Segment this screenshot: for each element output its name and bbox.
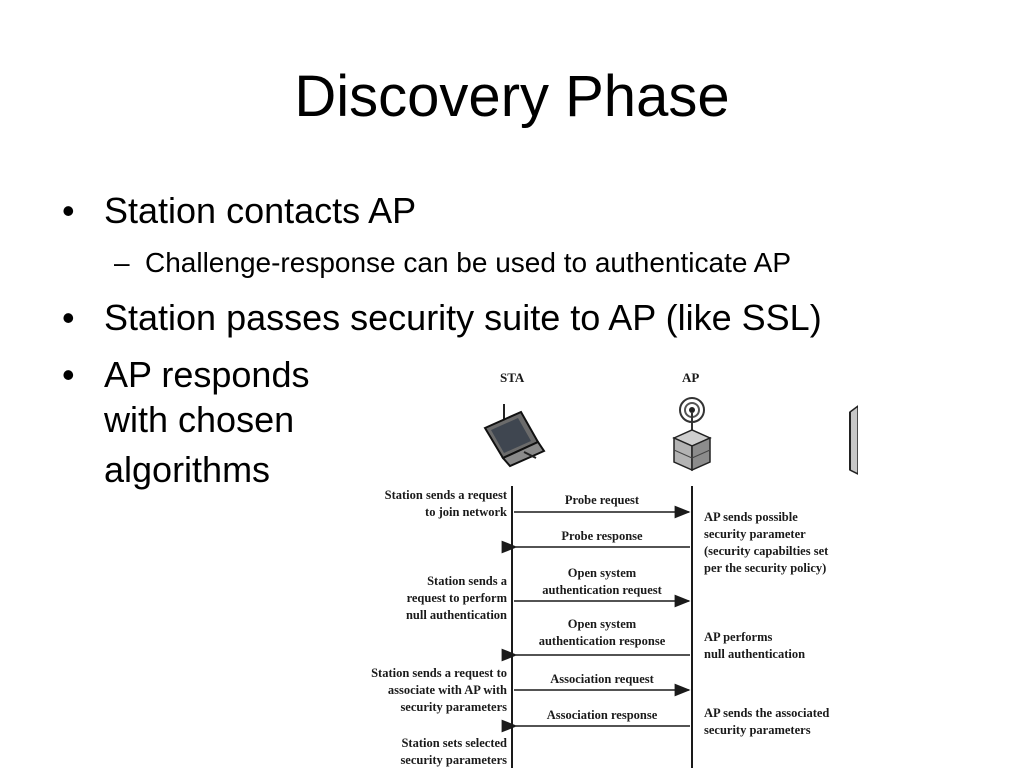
message-label-line: Probe response — [561, 529, 643, 543]
bullet-marker: • — [62, 190, 75, 231]
bullet-marker: • — [62, 297, 75, 338]
bullet-item: • — [62, 352, 342, 398]
note-line: (security capabilties set — [704, 544, 829, 558]
note-line: Station sends a — [427, 574, 507, 588]
message-label: Association response — [514, 707, 690, 724]
note-line: security parameter — [704, 527, 806, 541]
message-label: Probe response — [514, 528, 690, 545]
message-label-line: Association response — [546, 708, 658, 722]
note-line: security parameters — [400, 753, 507, 767]
right-note: AP sends the associated security paramet… — [704, 705, 829, 739]
message-label-line: Open system — [567, 617, 637, 631]
note-line: null authentication — [704, 647, 806, 661]
message-label-line: authentication request — [542, 583, 662, 597]
bullet-text-line: with chosen — [104, 399, 295, 440]
bullet-item: • Station passes security suite to AP (l… — [62, 295, 962, 341]
note-line: null authentication — [405, 608, 507, 622]
message-label-line: authentication response — [538, 634, 666, 648]
message-label: Association request — [514, 671, 690, 688]
bullet-text-line: AP responds — [104, 354, 310, 395]
message-label: Probe request — [514, 492, 690, 509]
note-line: security parameters — [704, 723, 811, 737]
ap-header: AP — [682, 370, 700, 385]
note-line: request to perform — [406, 591, 507, 605]
right-note: AP performs null authentication — [704, 629, 805, 663]
note-line: AP sends possible — [704, 510, 798, 524]
sub-bullet-text: Challenge-response can be used to authen… — [145, 247, 792, 278]
message-label-line: Probe request — [564, 493, 640, 507]
sub-bullet-item: – Challenge-response can be used to auth… — [114, 245, 974, 281]
bullet-text: Station passes security suite to AP (lik… — [104, 297, 822, 338]
left-note: Station sends a request to perform null … — [338, 573, 507, 624]
left-note: Station sends a request to associate wit… — [338, 665, 507, 716]
message-label: Open system authentication response — [514, 616, 690, 650]
slide-title: Discovery Phase — [294, 64, 730, 129]
sequence-diagram-graphics — [483, 397, 858, 768]
note-line: Station sends a request — [384, 488, 507, 502]
message-label-line: Association request — [550, 672, 654, 686]
sta-header: STA — [500, 370, 525, 385]
message-label: Open system authentication request — [514, 565, 690, 599]
note-line: Station sets selected — [401, 736, 507, 750]
sequence-diagram: STA AP Station sends a request to join n… — [338, 362, 858, 768]
laptop-icon — [483, 404, 546, 468]
note-line: associate with AP with — [387, 683, 507, 697]
note-line: AP performs — [704, 630, 773, 644]
bullet-text: Station contacts AP — [104, 190, 417, 231]
note-line: per the security policy) — [704, 561, 827, 575]
note-line: to join network — [425, 505, 507, 519]
access-point-icon — [672, 397, 712, 472]
server-icon — [849, 405, 858, 475]
left-note: Station sends a request to join network — [338, 487, 507, 521]
message-label-line: Open system — [567, 566, 637, 580]
left-note: Station sets selected security parameter… — [338, 735, 507, 768]
bullet-item: • Station contacts AP — [62, 188, 962, 234]
note-line: AP sends the associated — [704, 706, 830, 720]
bullet-text-line: algorithms — [104, 449, 271, 490]
bullet-marker: • — [62, 354, 75, 395]
right-note: AP sends possible security parameter (se… — [704, 509, 828, 577]
note-line: Station sends a request to — [371, 666, 507, 680]
note-line: security parameters — [400, 700, 507, 714]
sub-bullet-marker: – — [114, 247, 130, 278]
